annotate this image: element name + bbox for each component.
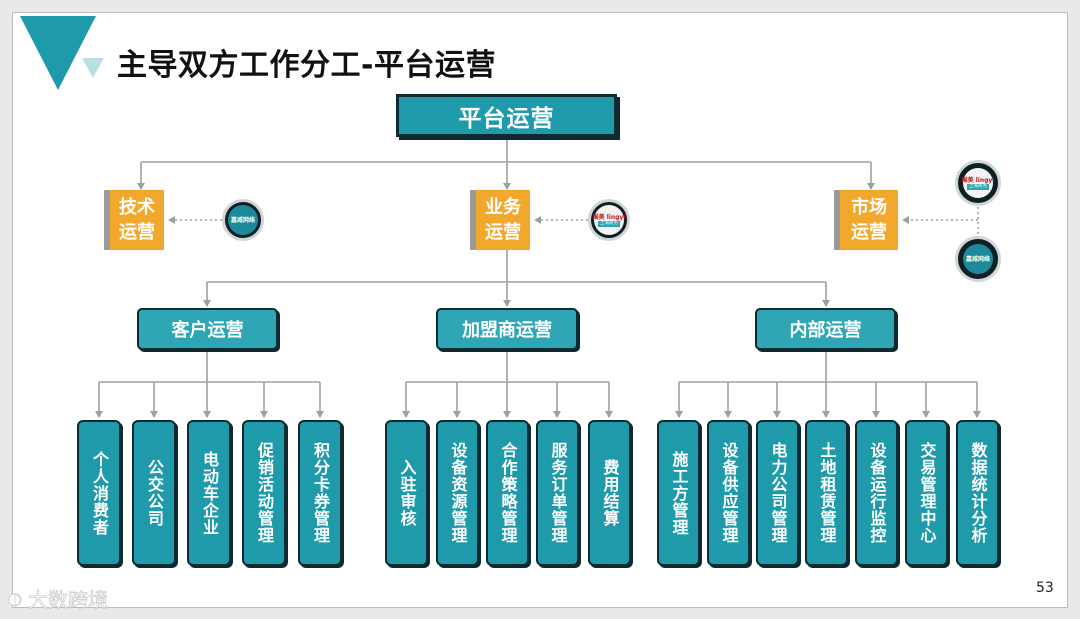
leaf-internal-3: 电力公司管理 bbox=[756, 420, 799, 566]
leaf-internal-5-label: 设备运行监控 bbox=[867, 442, 887, 544]
leaf-franchise-5-label: 费用结算 bbox=[600, 459, 620, 527]
leaf-franchise-1: 入驻审核 bbox=[385, 420, 428, 566]
branch-franchise-label: 加盟商运营 bbox=[462, 320, 552, 341]
root-label: 平台运营 bbox=[458, 105, 555, 132]
root-node-platform-ops: 平台运营 bbox=[396, 94, 617, 137]
leaf-customer-4: 促销活动管理 bbox=[242, 420, 286, 566]
weicheng-logo-icon: 嘉威网络 bbox=[222, 199, 264, 241]
leaf-franchise-3: 合作策略管理 bbox=[486, 420, 529, 566]
branch-internal-ops: 内部运营 bbox=[755, 308, 896, 350]
leaf-customer-1: 个人消费者 bbox=[77, 420, 121, 566]
weicheng-logo-mark-2: 嘉威网络 bbox=[965, 255, 990, 263]
shanghai-logo-text: 上海商务 bbox=[598, 220, 620, 227]
leaf-internal-1-label: 施工方管理 bbox=[669, 450, 689, 536]
leaf-internal-5: 设备运行监控 bbox=[855, 420, 898, 566]
leaf-internal-1: 施工方管理 bbox=[657, 420, 700, 566]
team-tech-line2: 运营 bbox=[119, 222, 155, 243]
leaf-customer-2-label: 公交公司 bbox=[145, 459, 164, 527]
leaf-internal-6: 交易管理中心 bbox=[905, 420, 948, 566]
leaf-customer-3: 电动车企业 bbox=[187, 420, 231, 566]
watermark: ◐大数跨境 bbox=[8, 584, 109, 613]
leaf-customer-4-label: 促销活动管理 bbox=[255, 442, 274, 544]
team-market-line1: 市场 bbox=[851, 197, 887, 218]
leaf-internal-2: 设备供应管理 bbox=[707, 420, 750, 566]
leaf-customer-1-label: 个人消费者 bbox=[90, 450, 109, 536]
branch-franchise-ops: 加盟商运营 bbox=[436, 308, 578, 350]
leaf-customer-5-label: 积分卡券管理 bbox=[311, 442, 330, 544]
watermark-text: 大数跨境 bbox=[27, 588, 109, 613]
leaf-internal-3-label: 电力公司管理 bbox=[768, 442, 788, 544]
team-business-ops: 业务 运营 bbox=[470, 190, 530, 250]
leaf-franchise-5: 费用结算 bbox=[588, 420, 631, 566]
leaf-customer-3-label: 电动车企业 bbox=[200, 450, 219, 536]
shanghai-logo-mark-2: 国美 lingyi bbox=[961, 176, 995, 184]
branch-customer-ops: 客户运营 bbox=[137, 308, 278, 350]
leaf-internal-4: 土地租赁管理 bbox=[805, 420, 848, 566]
leaf-customer-2: 公交公司 bbox=[132, 420, 176, 566]
leaf-internal-7-label: 数据统计分析 bbox=[968, 442, 988, 544]
team-tech-ops: 技术 运营 bbox=[104, 190, 164, 250]
leaf-franchise-1-label: 入驻审核 bbox=[397, 459, 417, 527]
team-market-ops: 市场 运营 bbox=[834, 190, 898, 250]
weicheng-logo-icon-2: 嘉威网络 bbox=[955, 236, 1001, 282]
leaf-franchise-4: 服务订单管理 bbox=[536, 420, 579, 566]
page-number: 53 bbox=[1036, 580, 1054, 596]
page-title: 主导双方工作分工-平台运营 bbox=[117, 48, 496, 83]
team-tech-line1: 技术 bbox=[119, 197, 155, 218]
leaf-internal-7: 数据统计分析 bbox=[956, 420, 999, 566]
weicheng-logo-mark: 嘉威网络 bbox=[230, 216, 255, 224]
leaf-franchise-3-label: 合作策略管理 bbox=[498, 442, 518, 544]
team-business-line1: 业务 bbox=[485, 197, 521, 218]
leaf-internal-4-label: 土地租赁管理 bbox=[817, 442, 837, 544]
branch-internal-label: 内部运营 bbox=[789, 320, 862, 341]
leaf-franchise-2-label: 设备资源管理 bbox=[448, 442, 468, 544]
shanghai-logo-text-2: 上海商务 bbox=[967, 183, 989, 190]
team-business-line2: 运营 bbox=[485, 222, 521, 243]
weibo-icon: ◐ bbox=[8, 589, 23, 609]
leaf-customer-5: 积分卡券管理 bbox=[298, 420, 342, 566]
branch-customer-label: 客户运营 bbox=[171, 320, 244, 341]
leaf-franchise-4-label: 服务订单管理 bbox=[548, 442, 568, 544]
leaf-franchise-2: 设备资源管理 bbox=[436, 420, 479, 566]
leaf-internal-6-label: 交易管理中心 bbox=[917, 442, 937, 544]
leaf-internal-2-label: 设备供应管理 bbox=[719, 442, 739, 544]
team-market-line2: 运营 bbox=[851, 222, 887, 243]
shanghai-logo-mark: 国美 lingyi bbox=[592, 213, 626, 221]
